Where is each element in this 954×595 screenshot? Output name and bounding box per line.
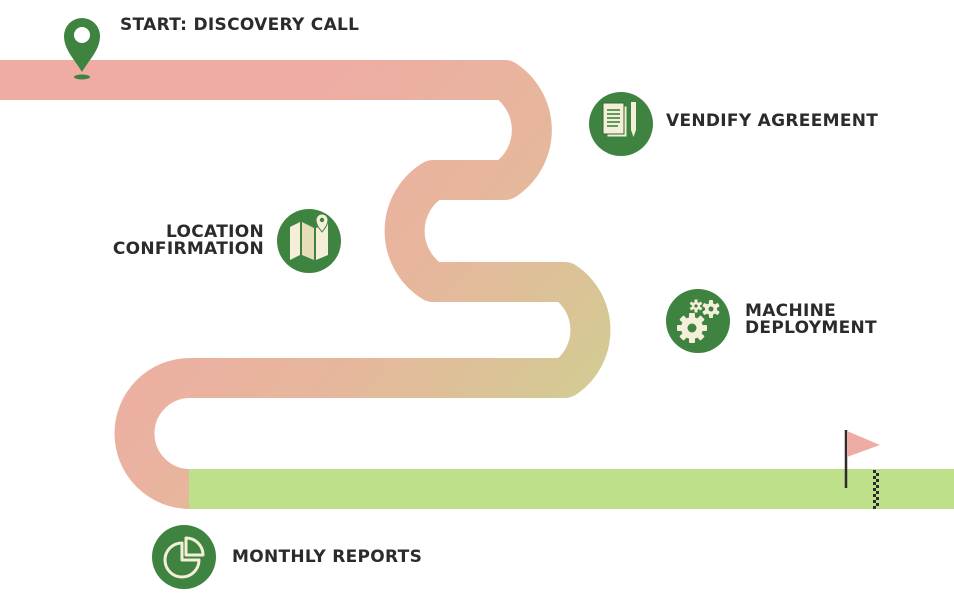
step-label-agreement: VENDIFY AGREEMENT <box>666 113 878 130</box>
step-label-line: CONFIRMATION <box>112 239 264 259</box>
step-label-line: LOCATION <box>166 222 264 242</box>
step-label-location: LOCATION CONFIRMATION <box>113 224 264 258</box>
step-label-line: MONTHLY REPORTS <box>232 547 423 567</box>
document-pencil-icon <box>589 92 653 156</box>
finish-flag-icon <box>844 430 880 509</box>
gears-icon <box>666 289 730 353</box>
pie-chart-icon <box>152 525 216 589</box>
step-label-start: START: DISCOVERY CALL <box>120 17 359 34</box>
folded-map-icon <box>277 209 341 273</box>
step-label-line: START: DISCOVERY CALL <box>120 15 360 35</box>
step-label-line: VENDIFY AGREEMENT <box>666 111 879 131</box>
step-label-reports: MONTHLY REPORTS <box>232 549 422 566</box>
step-label-line: MACHINE <box>745 301 837 321</box>
step-label-deployment: MACHINE DEPLOYMENT <box>745 303 877 337</box>
step-label-line: DEPLOYMENT <box>745 318 877 338</box>
road-final-straight <box>189 469 954 509</box>
map-pin-icon <box>64 18 100 80</box>
finish-line <box>873 470 879 509</box>
road-curve <box>0 60 611 509</box>
